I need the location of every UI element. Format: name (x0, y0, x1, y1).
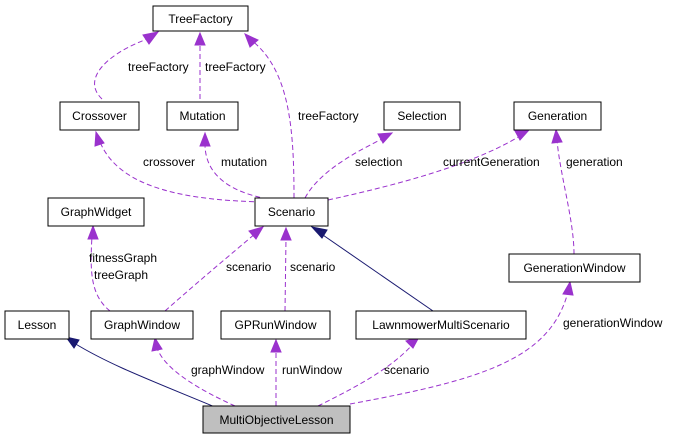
edge-label-mutation: mutation (221, 155, 267, 169)
node-label: Mutation (179, 109, 225, 123)
edge-label-generation: generation (566, 155, 623, 169)
edge-gprunwindow-to-scenario (284, 237, 287, 312)
edge-multiobjectivelesson-to-graphwindow (156, 347, 236, 407)
arrowhead (94, 130, 105, 147)
node-label: GraphWidget (61, 205, 132, 219)
node-label: GenerationWindow (523, 261, 625, 275)
arrowhead (551, 128, 563, 144)
edge-label-crossover: crossover (143, 155, 195, 169)
edge-lawnmower-inherits-scenario (319, 232, 434, 312)
edge-label-run-window: runWindow (282, 363, 342, 377)
node-multiobjectivelesson[interactable]: MultiObjectiveLesson (202, 405, 351, 434)
edge-scenario-to-selection (304, 137, 385, 199)
edge-generationwindow-to-generation (556, 139, 575, 255)
node-lawnmowermultiscenario[interactable]: LawnmowerMultiScenario (355, 310, 527, 340)
node-graphwidget[interactable]: GraphWidget (47, 197, 145, 227)
node-treefactory[interactable]: TreeFactory (152, 5, 249, 32)
node-label: Selection (397, 109, 446, 123)
node-gprunwindow[interactable]: GPRunWindow (220, 310, 331, 340)
node-label: TreeFactory (168, 12, 232, 26)
edge-label-scenario-treefactory: treeFactory (298, 109, 359, 123)
edge-label-graphwindow-scenario: scenario (226, 260, 272, 274)
node-mutation[interactable]: Mutation (166, 101, 239, 131)
edge-label-graph-window: graphWindow (191, 363, 265, 377)
node-lesson[interactable]: Lesson (4, 310, 70, 340)
node-label: MultiObjectiveLesson (219, 413, 333, 427)
edge-label-current-generation: currentGeneration (443, 155, 540, 169)
node-label: Crossover (72, 109, 127, 123)
edge-label-crossover-treefactory: treeFactory (128, 60, 189, 74)
edge-label-tree-graph: treeGraph (94, 268, 148, 282)
node-label: Lesson (18, 318, 57, 332)
node-generation[interactable]: Generation (513, 101, 602, 131)
node-label: GraphWindow (104, 318, 180, 332)
arrowhead (194, 31, 206, 46)
arrowhead (280, 226, 292, 241)
edge-label-lawnmower-scenario: scenario (384, 363, 430, 377)
node-scenario[interactable]: Scenario (254, 197, 329, 227)
arrowhead (142, 31, 160, 45)
edge-scenario-to-treefactory (250, 39, 295, 199)
edge-multiobjectivelesson-inherits-lesson (73, 342, 216, 408)
node-selection[interactable]: Selection (383, 101, 461, 131)
arrowhead (514, 129, 531, 141)
edge-scenario-to-generation (327, 135, 521, 201)
edge-label-fitness-graph: fitnessGraph (89, 251, 157, 265)
edge-graphwindow-to-scenario (164, 232, 257, 312)
node-label: Scenario (268, 205, 316, 219)
edge-multiobjectivelesson-to-generationwindow (349, 291, 569, 405)
arrowhead (244, 33, 259, 48)
arrowhead (64, 336, 80, 349)
node-generationwindow[interactable]: GenerationWindow (508, 253, 641, 283)
edge-graphwindow-to-graphwidget (90, 235, 111, 312)
edge-label-selection: selection (355, 155, 402, 169)
edge-scenario-to-mutation (204, 143, 269, 200)
node-label: GPRunWindow (234, 318, 316, 332)
edge-label-gprunwindow-scenario: scenario (290, 260, 336, 274)
arrowhead (270, 338, 282, 353)
arrowhead (87, 224, 99, 240)
arrowhead (377, 132, 394, 144)
edge-crossover-to-treefactory (94, 37, 151, 100)
arrowhead (310, 226, 328, 239)
edge-label-mutation-treefactory: treeFactory (205, 60, 266, 74)
arrowhead (199, 131, 211, 147)
node-label: Generation (528, 109, 587, 123)
edge-label-generation-window: generationWindow (563, 316, 663, 330)
arrowhead (151, 336, 163, 352)
edge-multiobjectivelesson-to-lawnmower (317, 343, 414, 407)
node-crossover[interactable]: Crossover (59, 101, 140, 131)
node-graphwindow[interactable]: GraphWindow (90, 310, 194, 340)
edge-scenario-to-crossover (99, 141, 263, 203)
arrowhead (248, 226, 265, 240)
node-label: LawnmowerMultiScenario (372, 318, 510, 332)
arrowhead (562, 280, 574, 296)
